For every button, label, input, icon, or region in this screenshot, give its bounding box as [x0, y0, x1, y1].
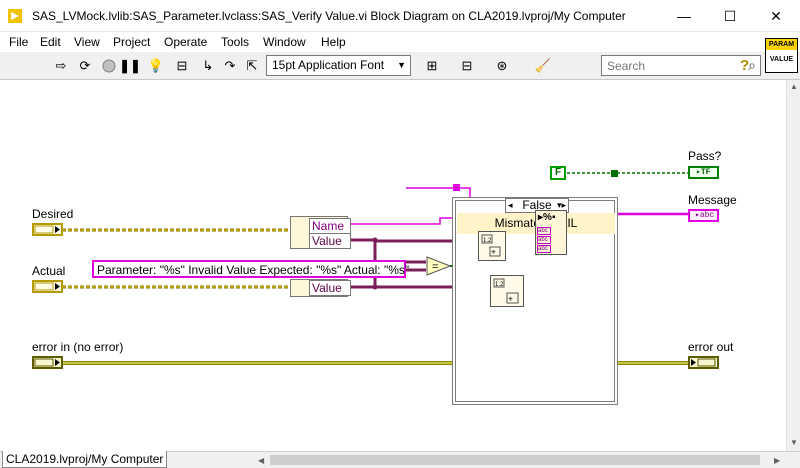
font-select[interactable]: 15pt Application Font ▼ — [266, 55, 411, 76]
actual-label: Actual — [32, 264, 66, 278]
horizontal-scrollbar[interactable]: ◀ ▶ — [0, 451, 800, 468]
tunnel-format — [453, 184, 460, 191]
error-in-control-terminal[interactable] — [32, 356, 63, 369]
scroll-right-icon[interactable]: ▶ — [774, 456, 781, 465]
vi-icon[interactable]: PARAM VALUE — [765, 38, 798, 73]
highlight-execution-icon[interactable]: 💡 — [147, 58, 165, 73]
desired-control-terminal[interactable] — [32, 223, 63, 236]
close-button[interactable]: ✕ — [770, 7, 782, 24]
format-input-3: abc — [537, 245, 551, 253]
menu-project[interactable]: Project — [113, 35, 151, 49]
pass-label: Pass? — [688, 149, 722, 163]
vertical-scrollbar[interactable]: ▲ ▼ — [786, 80, 800, 451]
format-input-1: abc — [537, 227, 551, 235]
message-indicator-terminal[interactable]: ▸abc — [688, 209, 719, 222]
block-diagram[interactable]: Desired Actual error in (no error) Pass?… — [0, 80, 786, 451]
help-icon[interactable]: ? — [740, 57, 750, 74]
labview-app-icon — [8, 9, 22, 23]
svg-text:1.2: 1.2 — [495, 282, 504, 288]
pass-indicator-terminal[interactable]: ▸TF — [688, 166, 719, 179]
menu-tools[interactable]: Tools — [221, 35, 250, 49]
wire-desired-value — [343, 238, 426, 264]
align-objects-icon[interactable]: ⊞ — [426, 58, 438, 73]
variant-to-string-node-1[interactable]: 1.2 ✳ — [478, 231, 506, 261]
run-continuously-icon[interactable]: ⟳ — [79, 58, 91, 73]
unbundle-value-item[interactable]: Value — [309, 233, 351, 249]
window-title: SAS_LVMock.lvlib:SAS_Parameter.lvclass:S… — [32, 9, 626, 23]
menu-file[interactable]: File — [9, 35, 29, 49]
svg-text:✳: ✳ — [508, 296, 513, 303]
run-arrow-icon[interactable]: ⇨ — [55, 58, 67, 73]
minimize-button[interactable]: — — [677, 8, 691, 24]
menu-operate[interactable]: Operate — [164, 35, 208, 49]
maximize-button[interactable]: ☐ — [723, 7, 737, 24]
search-icon[interactable]: ⌕ — [748, 57, 756, 73]
case-selector-left-icon[interactable]: ◂ — [508, 200, 513, 210]
menu-edit[interactable]: Edit — [40, 35, 61, 49]
svg-text:=: = — [432, 261, 438, 273]
toolbar: ⇨ ⟳ ❚❚ 💡 ⊟ ↳ ↷ ⇱ 15pt Application Font ▼… — [0, 52, 800, 80]
font-select-value: 15pt Application Font — [272, 58, 385, 72]
svg-text:1.2: 1.2 — [483, 238, 492, 244]
unbundle-actual-value-item[interactable]: Value — [309, 280, 351, 296]
clean-up-diagram-icon[interactable]: 🧹 — [534, 58, 552, 73]
horizontal-scroll-thumb[interactable] — [270, 455, 760, 465]
menu-view[interactable]: View — [74, 35, 100, 49]
case-selector-dropdown-icon[interactable]: ▾▸ — [556, 200, 566, 210]
distribute-objects-icon[interactable]: ⊟ — [461, 58, 473, 73]
case-selector-value: False — [522, 198, 552, 212]
search-placeholder: Search — [607, 59, 646, 73]
svg-text:✳: ✳ — [491, 249, 496, 256]
step-out-icon[interactable]: ⇱ — [246, 58, 258, 73]
abort-icon[interactable] — [100, 57, 118, 75]
unbundle-actual-node[interactable]: Value — [290, 279, 351, 297]
format-input-2: abc — [537, 236, 551, 244]
pause-icon[interactable]: ❚❚ — [119, 58, 141, 73]
tunnel-pass — [611, 170, 618, 177]
menu-window[interactable]: Window — [263, 35, 306, 49]
equal-function-icon[interactable]: = — [426, 256, 452, 276]
project-context-label[interactable]: CLA2019.lvproj/My Computer — [2, 451, 168, 468]
scroll-left-icon[interactable]: ◀ — [258, 456, 265, 465]
scroll-up-icon[interactable]: ▲ — [790, 82, 798, 91]
actual-control-terminal[interactable] — [32, 280, 63, 293]
retain-wire-values-icon[interactable]: ⊟ — [176, 58, 188, 73]
variant-to-string-node-2[interactable]: 1.2 ✳ — [490, 275, 524, 307]
format-into-string-node[interactable]: ▸%▪ abc abc abc — [535, 210, 567, 255]
menu-bar: File Edit View Project Operate Tools Win… — [0, 32, 800, 52]
reorder-icon[interactable]: ⊛ — [496, 58, 508, 73]
title-bar: SAS_LVMock.lvlib:SAS_Parameter.lvclass:S… — [0, 0, 800, 32]
step-into-icon[interactable]: ↳ — [202, 58, 214, 73]
chevron-down-icon: ▼ — [397, 60, 406, 70]
error-out-label: error out — [688, 340, 734, 354]
format-node-glyph: ▸%▪ — [538, 212, 556, 223]
false-constant[interactable]: F — [550, 166, 566, 180]
menu-help[interactable]: Help — [321, 35, 346, 49]
unbundle-name-item[interactable]: Name — [309, 218, 351, 234]
format-string-constant[interactable]: Parameter: "%s" Invalid Value Expected: … — [92, 260, 409, 278]
error-out-indicator-terminal[interactable] — [688, 356, 719, 369]
error-in-label: error in (no error) — [32, 340, 124, 354]
vi-icon-top-text: PARAM — [766, 39, 797, 50]
unbundle-desired-node[interactable]: Name Value — [290, 216, 351, 249]
vi-icon-bottom-text: VALUE — [769, 56, 794, 63]
scroll-down-icon[interactable]: ▼ — [790, 438, 798, 447]
desired-label: Desired — [32, 207, 74, 221]
message-label: Message — [688, 193, 737, 207]
search-input[interactable]: Search ⌕ — [601, 55, 761, 76]
step-over-icon[interactable]: ↷ — [224, 58, 236, 73]
